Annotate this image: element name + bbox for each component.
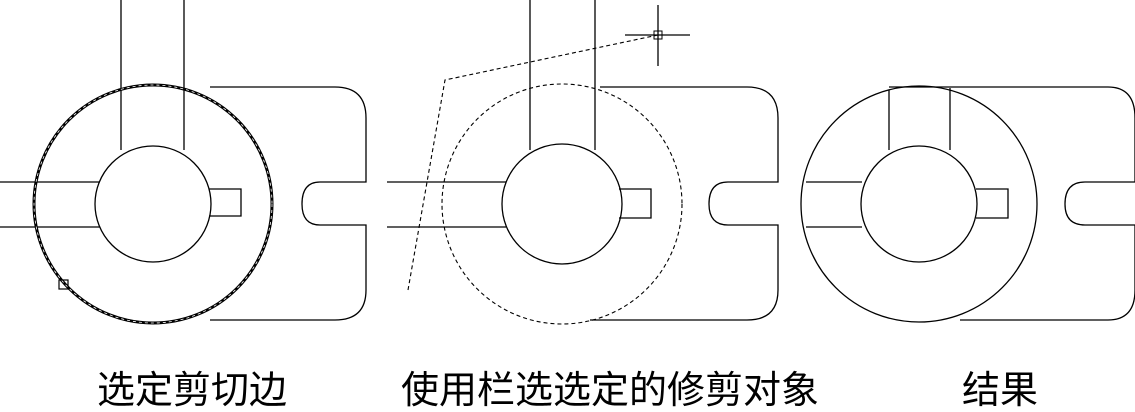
caption-select-cutting-edge: 选定剪切边 [96, 368, 287, 412]
keyway [209, 188, 242, 217]
inner-circle [501, 143, 623, 265]
trimmed-outer-circle [800, 85, 1038, 323]
pickbox-cursor [58, 279, 69, 290]
selection-highlight [33, 84, 273, 324]
inner-circle [860, 145, 978, 263]
crosshair-cursor [625, 5, 690, 66]
plate-outline [889, 86, 1135, 321]
caption-result: 结果 [961, 368, 1038, 412]
keyway [619, 188, 652, 219]
fence-selection-line [407, 34, 659, 291]
inner-circle [94, 145, 212, 263]
panel-result [800, 85, 1135, 323]
panel-select-cutting-edge [0, 0, 367, 325]
cutting-edge-dashed-circle [441, 83, 683, 325]
keyway [976, 188, 1009, 219]
plate-outline [590, 86, 779, 321]
caption-fence-select-trim-objects: 使用栏选选定的修剪对象 [400, 368, 819, 412]
selected-cutting-edge-circle [32, 83, 274, 325]
plate-outline [210, 86, 367, 321]
panel-fence-select [387, 0, 779, 325]
